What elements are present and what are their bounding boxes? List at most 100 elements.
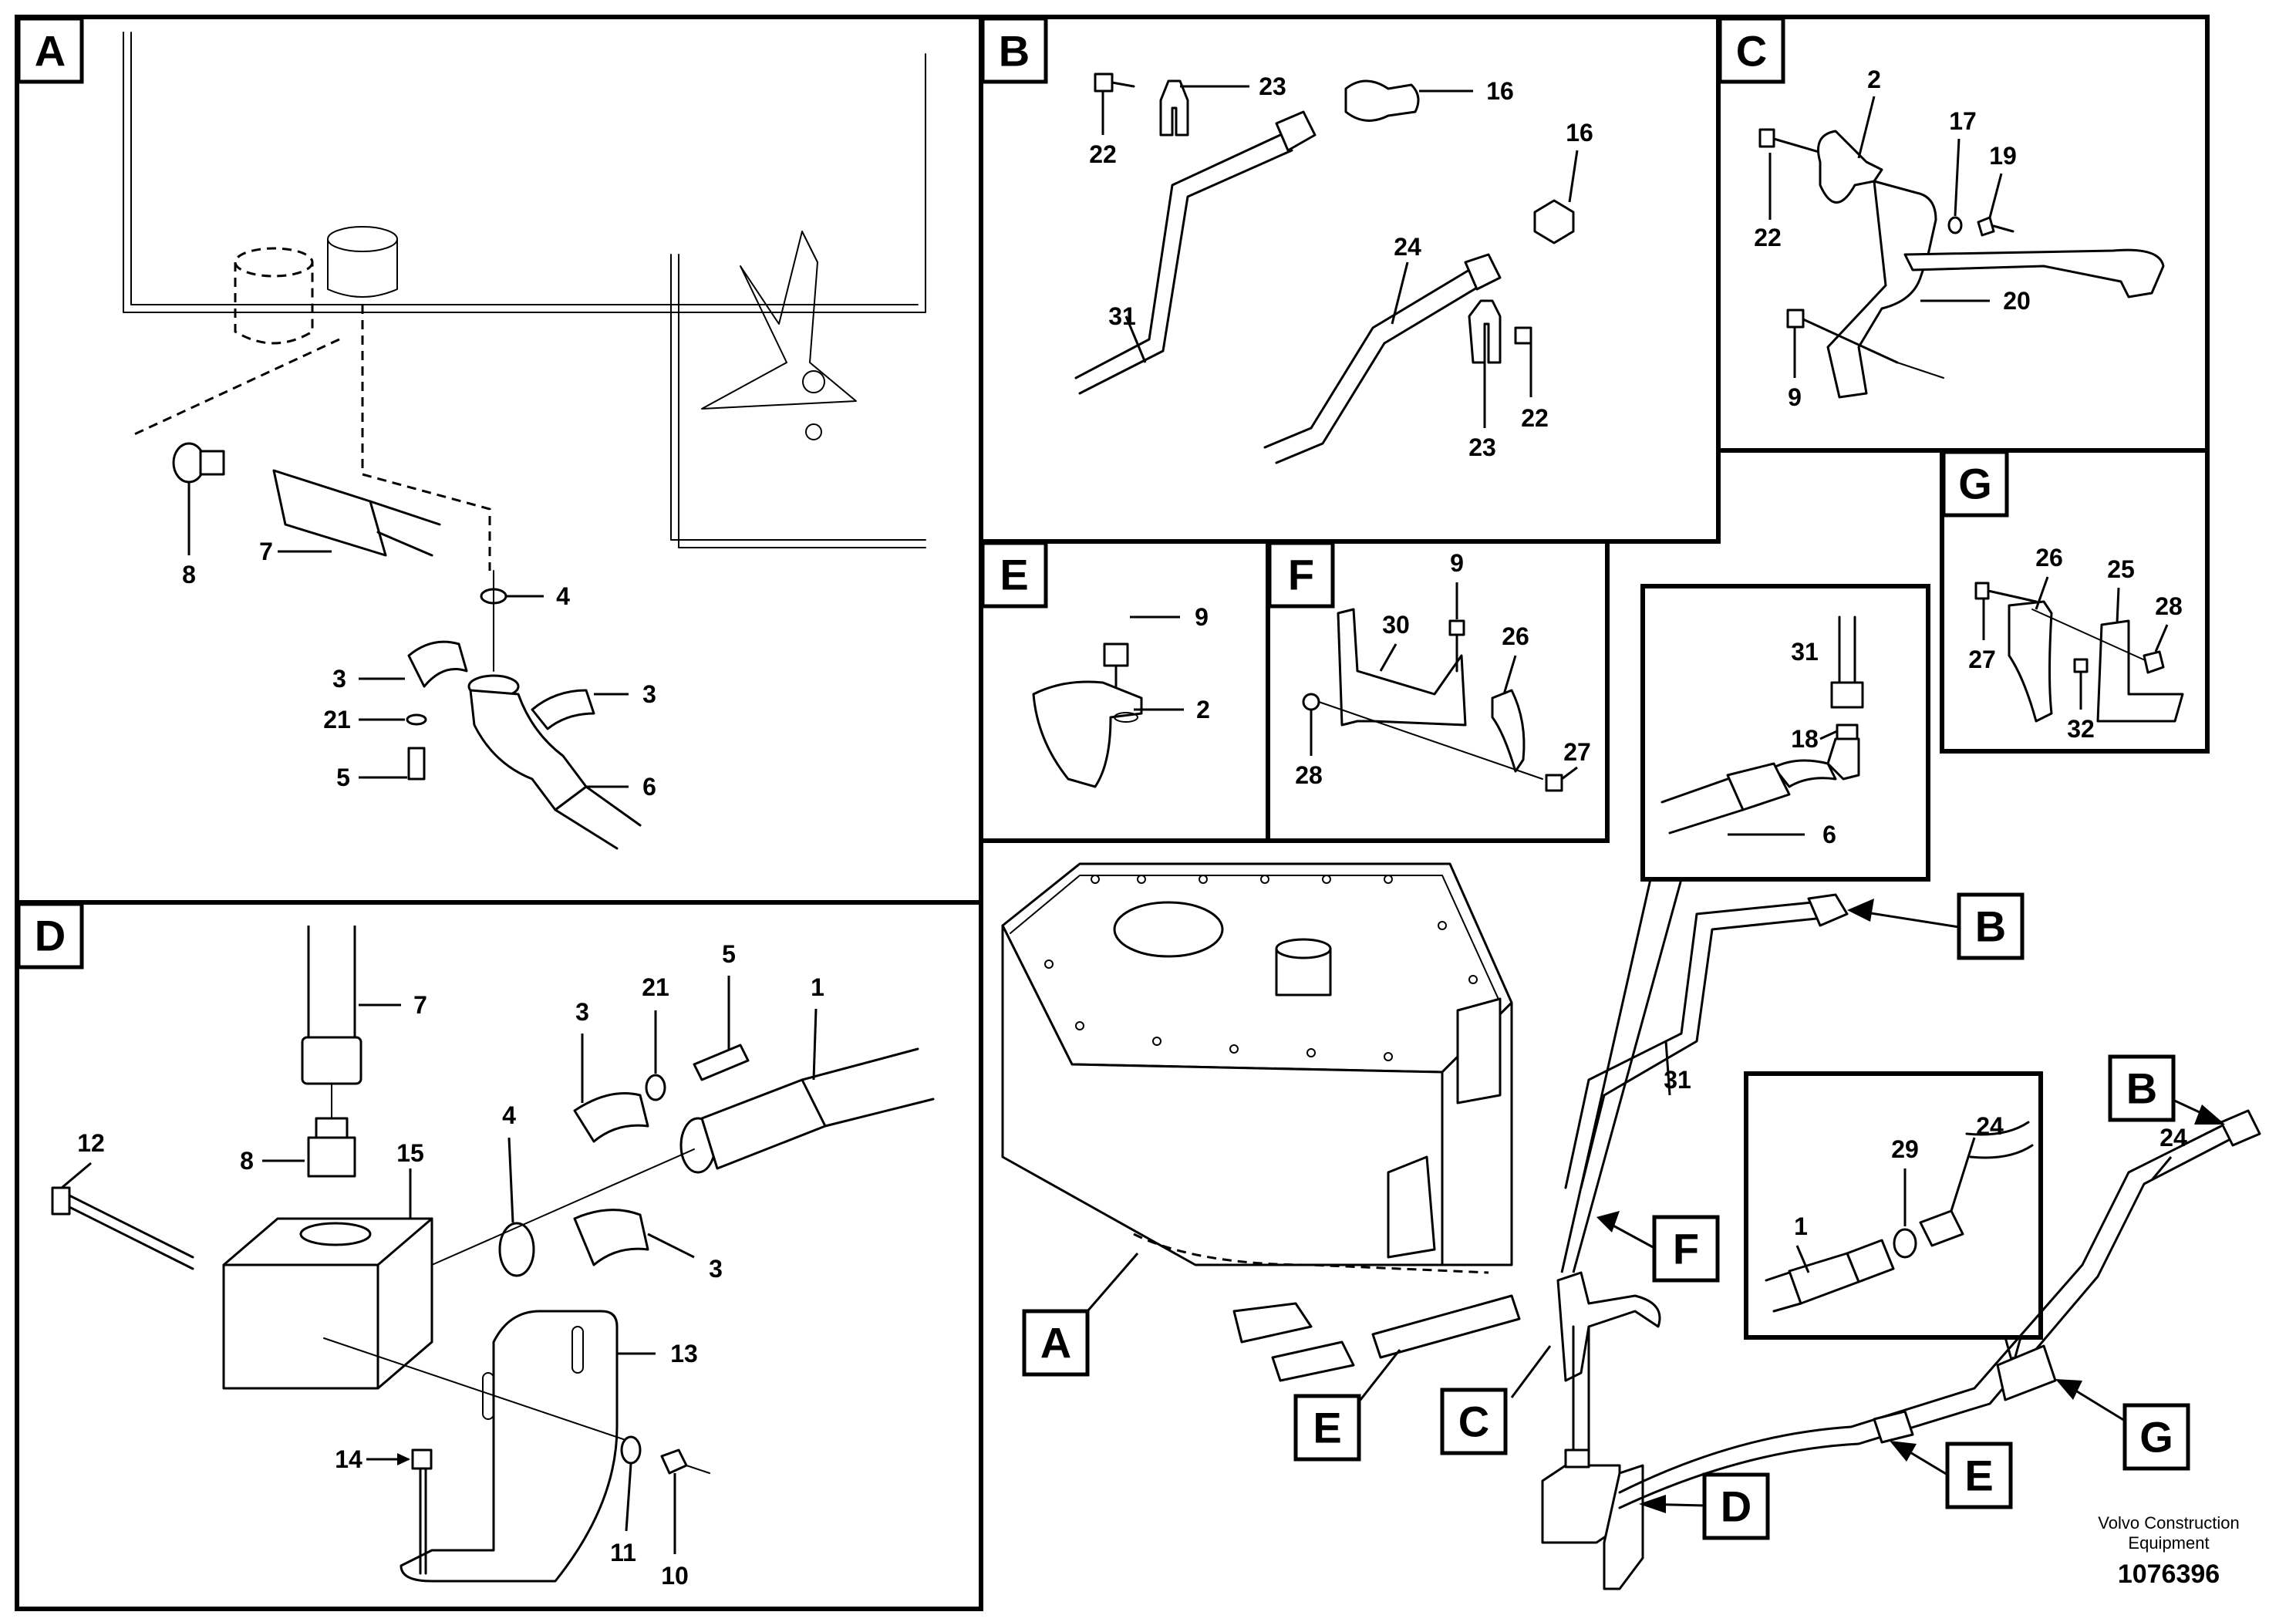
part-label: 22 — [1521, 404, 1549, 432]
part-label: 6 — [642, 773, 656, 801]
section-a-box — [16, 16, 84, 84]
callout-e-left-label: E — [1313, 1404, 1341, 1452]
section-g-box — [1941, 450, 2009, 518]
part-label: 9 — [1788, 383, 1802, 411]
panel-g-frame — [1940, 448, 2210, 754]
part-label: 30 — [1382, 611, 1410, 639]
part-label: 25 — [2107, 555, 2135, 583]
part-label: 26 — [2035, 544, 2063, 572]
part-label: 16 — [1566, 119, 1593, 147]
part-label: 3 — [642, 680, 656, 708]
part-label: 21 — [323, 706, 351, 733]
part-label: 8 — [182, 561, 196, 588]
section-f-box — [1267, 541, 1335, 609]
detail-lower-drawing — [1765, 1121, 2034, 1313]
part-label: 10 — [661, 1562, 689, 1590]
panel-a-frame — [15, 15, 983, 905]
callout-c-label: C — [1458, 1398, 1489, 1446]
part-label: 7 — [413, 991, 427, 1019]
part-label: 1 — [1794, 1212, 1808, 1240]
part-label: 17 — [1949, 107, 1977, 135]
detail-upper-frame — [1640, 584, 1930, 882]
callout-a-box — [1022, 1309, 1090, 1377]
footer: Volvo Construction Equipment 1076396 — [2098, 1513, 2239, 1589]
part-label: 23 — [1468, 433, 1496, 461]
callout-a-label: A — [1040, 1319, 1071, 1367]
part-label: 21 — [642, 973, 669, 1001]
callout-e-left-box — [1293, 1394, 1361, 1462]
panel-e-drawing — [1032, 642, 1143, 788]
panel-f-labels: F 9 30 26 28 27 — [1267, 541, 1591, 789]
detail-lower-labels: 29 24 1 — [1794, 1112, 2022, 1370]
part-label: 3 — [332, 665, 346, 693]
part-label: 28 — [2155, 592, 2183, 620]
section-c-label: C — [1736, 27, 1767, 76]
section-e-box — [980, 541, 1048, 609]
brand-line-2: Equipment — [2128, 1533, 2209, 1553]
part-label: 32 — [2067, 715, 2095, 743]
part-label: 2 — [1196, 696, 1210, 723]
callout-b-top-box — [1957, 892, 2025, 960]
overview-labels: 31 24 — [1664, 1040, 2187, 1181]
overview-callouts: A B B F C E D E G — [1022, 878, 2225, 1540]
section-b-box — [980, 16, 1048, 84]
section-c-box — [1718, 16, 1785, 84]
part-label: 16 — [1486, 77, 1514, 105]
callout-c-box — [1440, 1388, 1508, 1455]
panel-c-drawing — [1758, 128, 2165, 399]
callout-g-box — [2122, 1403, 2190, 1471]
detail-upper-drawing — [1660, 615, 1864, 835]
part-label: 29 — [1891, 1135, 1919, 1163]
callout-f-box — [1652, 1215, 1720, 1283]
panel-c-labels: C 2 17 19 22 20 9 — [1718, 16, 2031, 411]
part-label: 28 — [1295, 761, 1323, 789]
section-b-label: B — [999, 27, 1030, 76]
part-label: 2 — [1867, 66, 1881, 93]
part-label: 19 — [1989, 142, 2017, 170]
callout-b-top-label: B — [1975, 902, 2006, 951]
panel-a-labels: A 8 7 4 3 21 5 3 6 — [16, 16, 656, 801]
part-label: 31 — [1664, 1066, 1691, 1094]
part-label: 24 — [2159, 1124, 2187, 1152]
part-label: 6 — [1822, 821, 1836, 848]
callout-e-right-label: E — [1964, 1452, 1993, 1500]
part-label: 15 — [396, 1139, 424, 1167]
part-label: 27 — [1563, 738, 1591, 766]
section-f-label: F — [1288, 551, 1314, 599]
section-e-label: E — [1000, 551, 1028, 599]
panel-b-labels: B 22 23 16 16 31 24 22 23 — [980, 16, 1593, 461]
tank-bolts — [1044, 875, 1478, 1061]
part-label: 26 — [1502, 622, 1529, 650]
part-label: 4 — [556, 582, 570, 610]
part-label: 3 — [709, 1255, 723, 1283]
part-label: 24 — [1394, 233, 1421, 261]
part-label: 7 — [259, 538, 273, 565]
callout-b-right-label: B — [2126, 1064, 2157, 1113]
overview-drawing — [1001, 862, 2261, 1590]
section-d-label: D — [35, 912, 66, 960]
part-label: 27 — [1968, 646, 1996, 673]
section-a-label: A — [35, 27, 66, 76]
callout-e-right-box — [1945, 1442, 2013, 1509]
panel-g-labels: G 26 25 28 27 32 — [1941, 450, 2183, 743]
part-label: 31 — [1791, 638, 1819, 666]
part-label: 8 — [240, 1147, 254, 1175]
panel-d-drawing — [51, 926, 935, 1583]
part-label: 24 — [1976, 1112, 2004, 1140]
panel-g-drawing — [1974, 582, 2184, 723]
part-label: 13 — [670, 1340, 698, 1367]
panel-a-drawing — [123, 32, 926, 850]
part-label: 22 — [1754, 224, 1782, 251]
panel-d-labels: D 7 3 21 5 1 8 15 4 12 3 13 14 11 10 — [16, 902, 824, 1590]
callout-d-label: D — [1721, 1482, 1752, 1531]
callout-d-box — [1702, 1472, 1770, 1540]
panel-b-drawing — [1074, 73, 1575, 464]
part-label: 14 — [335, 1445, 362, 1473]
section-g-label: G — [1958, 460, 1992, 508]
detail-lower-frame — [1744, 1071, 2043, 1340]
detail-upper-labels: 31 18 6 — [1728, 638, 1838, 848]
part-label: 31 — [1108, 302, 1136, 330]
part-label: 3 — [575, 998, 589, 1026]
section-d-box — [16, 902, 84, 969]
